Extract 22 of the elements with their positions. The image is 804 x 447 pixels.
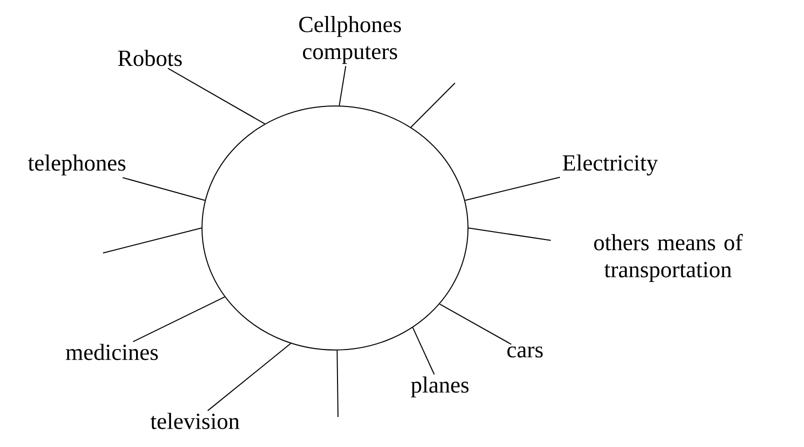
spoke-line [336, 350, 338, 418]
spoke-line [410, 82, 456, 128]
spoke-line [468, 228, 552, 241]
spoke-label: telephones [28, 154, 126, 176]
spoke-line [167, 68, 266, 124]
spoke-label: cars [507, 346, 543, 358]
spoke-label: Cellphones computers [299, 16, 401, 64]
spoke-line [338, 66, 346, 106]
spoke-label: Robots [118, 50, 182, 66]
spoke-label: Electricity [562, 154, 658, 176]
spoke-label: television [150, 412, 240, 430]
spoke-line [464, 176, 560, 201]
spoke-label: others means of transportation [594, 234, 743, 282]
center-ellipse [202, 106, 468, 350]
spoke-line [132, 296, 226, 342]
spoke-line [102, 228, 202, 254]
spoke-label: planes [411, 376, 469, 398]
spoke-line [439, 304, 512, 345]
spoke-line [122, 177, 206, 201]
spoke-line [412, 327, 435, 375]
spoke-label: medicines [66, 344, 158, 360]
spoke-line [207, 343, 292, 412]
